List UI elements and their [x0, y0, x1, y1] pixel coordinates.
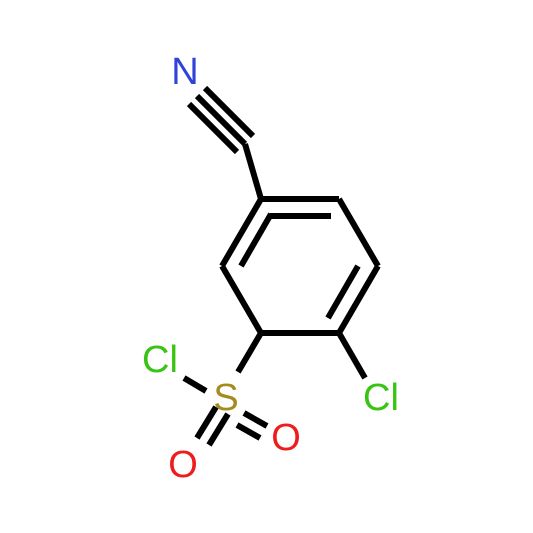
nitrile-bond-2	[186, 101, 240, 155]
ring-bond-lower-right-inner	[325, 264, 361, 320]
ring-chloro-bond	[336, 331, 368, 380]
sulfonyl-o1-bond-a	[206, 412, 231, 447]
sulfonyl-o1-bond-b	[194, 405, 219, 440]
sulfonyl-o2-bond-b	[235, 422, 262, 441]
atom-label-sulfonyl-chlorine: Cl	[142, 339, 178, 381]
ring-bond-lower-right	[336, 264, 381, 335]
ring-bond-upper-left	[219, 197, 264, 268]
sulfur-chloro-bond	[182, 375, 208, 394]
ring-sulfur-bond	[235, 331, 264, 374]
atom-label-nitrogen: N	[171, 51, 198, 93]
atom-label-oxygen-1: O	[168, 444, 198, 486]
atom-label-ring-chlorine: Cl	[363, 377, 399, 419]
atom-label-layer: N Cl S Cl O O	[142, 51, 399, 486]
ring-bond-lower-left	[219, 264, 264, 335]
bond-layer	[182, 85, 381, 447]
atom-label-sulfur: S	[213, 377, 238, 419]
ring-bond-upper-left-inner	[238, 212, 274, 268]
cyano-ring-bond	[242, 143, 264, 200]
ring-bond-upper-right	[336, 197, 381, 268]
sulfonyl-o2-bond-a	[242, 410, 269, 429]
nitrile-bond-1	[194, 93, 248, 147]
atom-label-oxygen-2: O	[271, 417, 301, 459]
nitrile-bond-3	[202, 85, 256, 139]
